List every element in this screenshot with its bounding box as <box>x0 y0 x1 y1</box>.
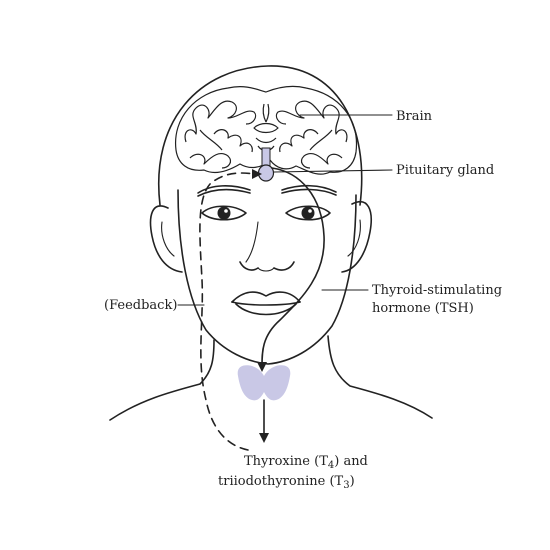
pituitary-leader-line <box>273 169 393 173</box>
t4-suffix: ) and <box>334 454 368 469</box>
t3-subscript: 3 <box>343 480 349 491</box>
feedback-pathway <box>199 169 262 451</box>
head-outline <box>109 65 433 421</box>
t4-prefix: Thyroxine (T <box>244 454 328 469</box>
t3-suffix: ) <box>350 474 355 489</box>
t3-prefix: triiodothyronine (T <box>218 474 344 489</box>
right-ear <box>341 201 372 273</box>
tsh-label-line2: hormone (TSH) <box>372 301 474 316</box>
tsh-label-line1: Thyroid-stimulating <box>372 283 502 298</box>
tsh-pathway <box>257 167 325 372</box>
right-eye <box>285 205 331 221</box>
brain <box>175 85 358 175</box>
pituitary-gland <box>257 147 275 182</box>
eyebrows <box>197 184 337 197</box>
left-eye <box>201 205 247 221</box>
hormone-output-arrow <box>259 399 269 443</box>
brain-label: Brain <box>396 109 433 124</box>
left-ear <box>149 205 183 273</box>
pituitary-label: Pituitary gland <box>396 163 494 178</box>
nose <box>239 221 295 272</box>
t3-label: triiodothyronine (T3) <box>218 474 355 491</box>
feedback-label: (Feedback) <box>104 298 177 313</box>
t4-subscript: 4 <box>328 460 334 471</box>
t4-label: Thyroxine (T4) and <box>244 454 368 471</box>
thyroid-gland <box>237 365 291 401</box>
